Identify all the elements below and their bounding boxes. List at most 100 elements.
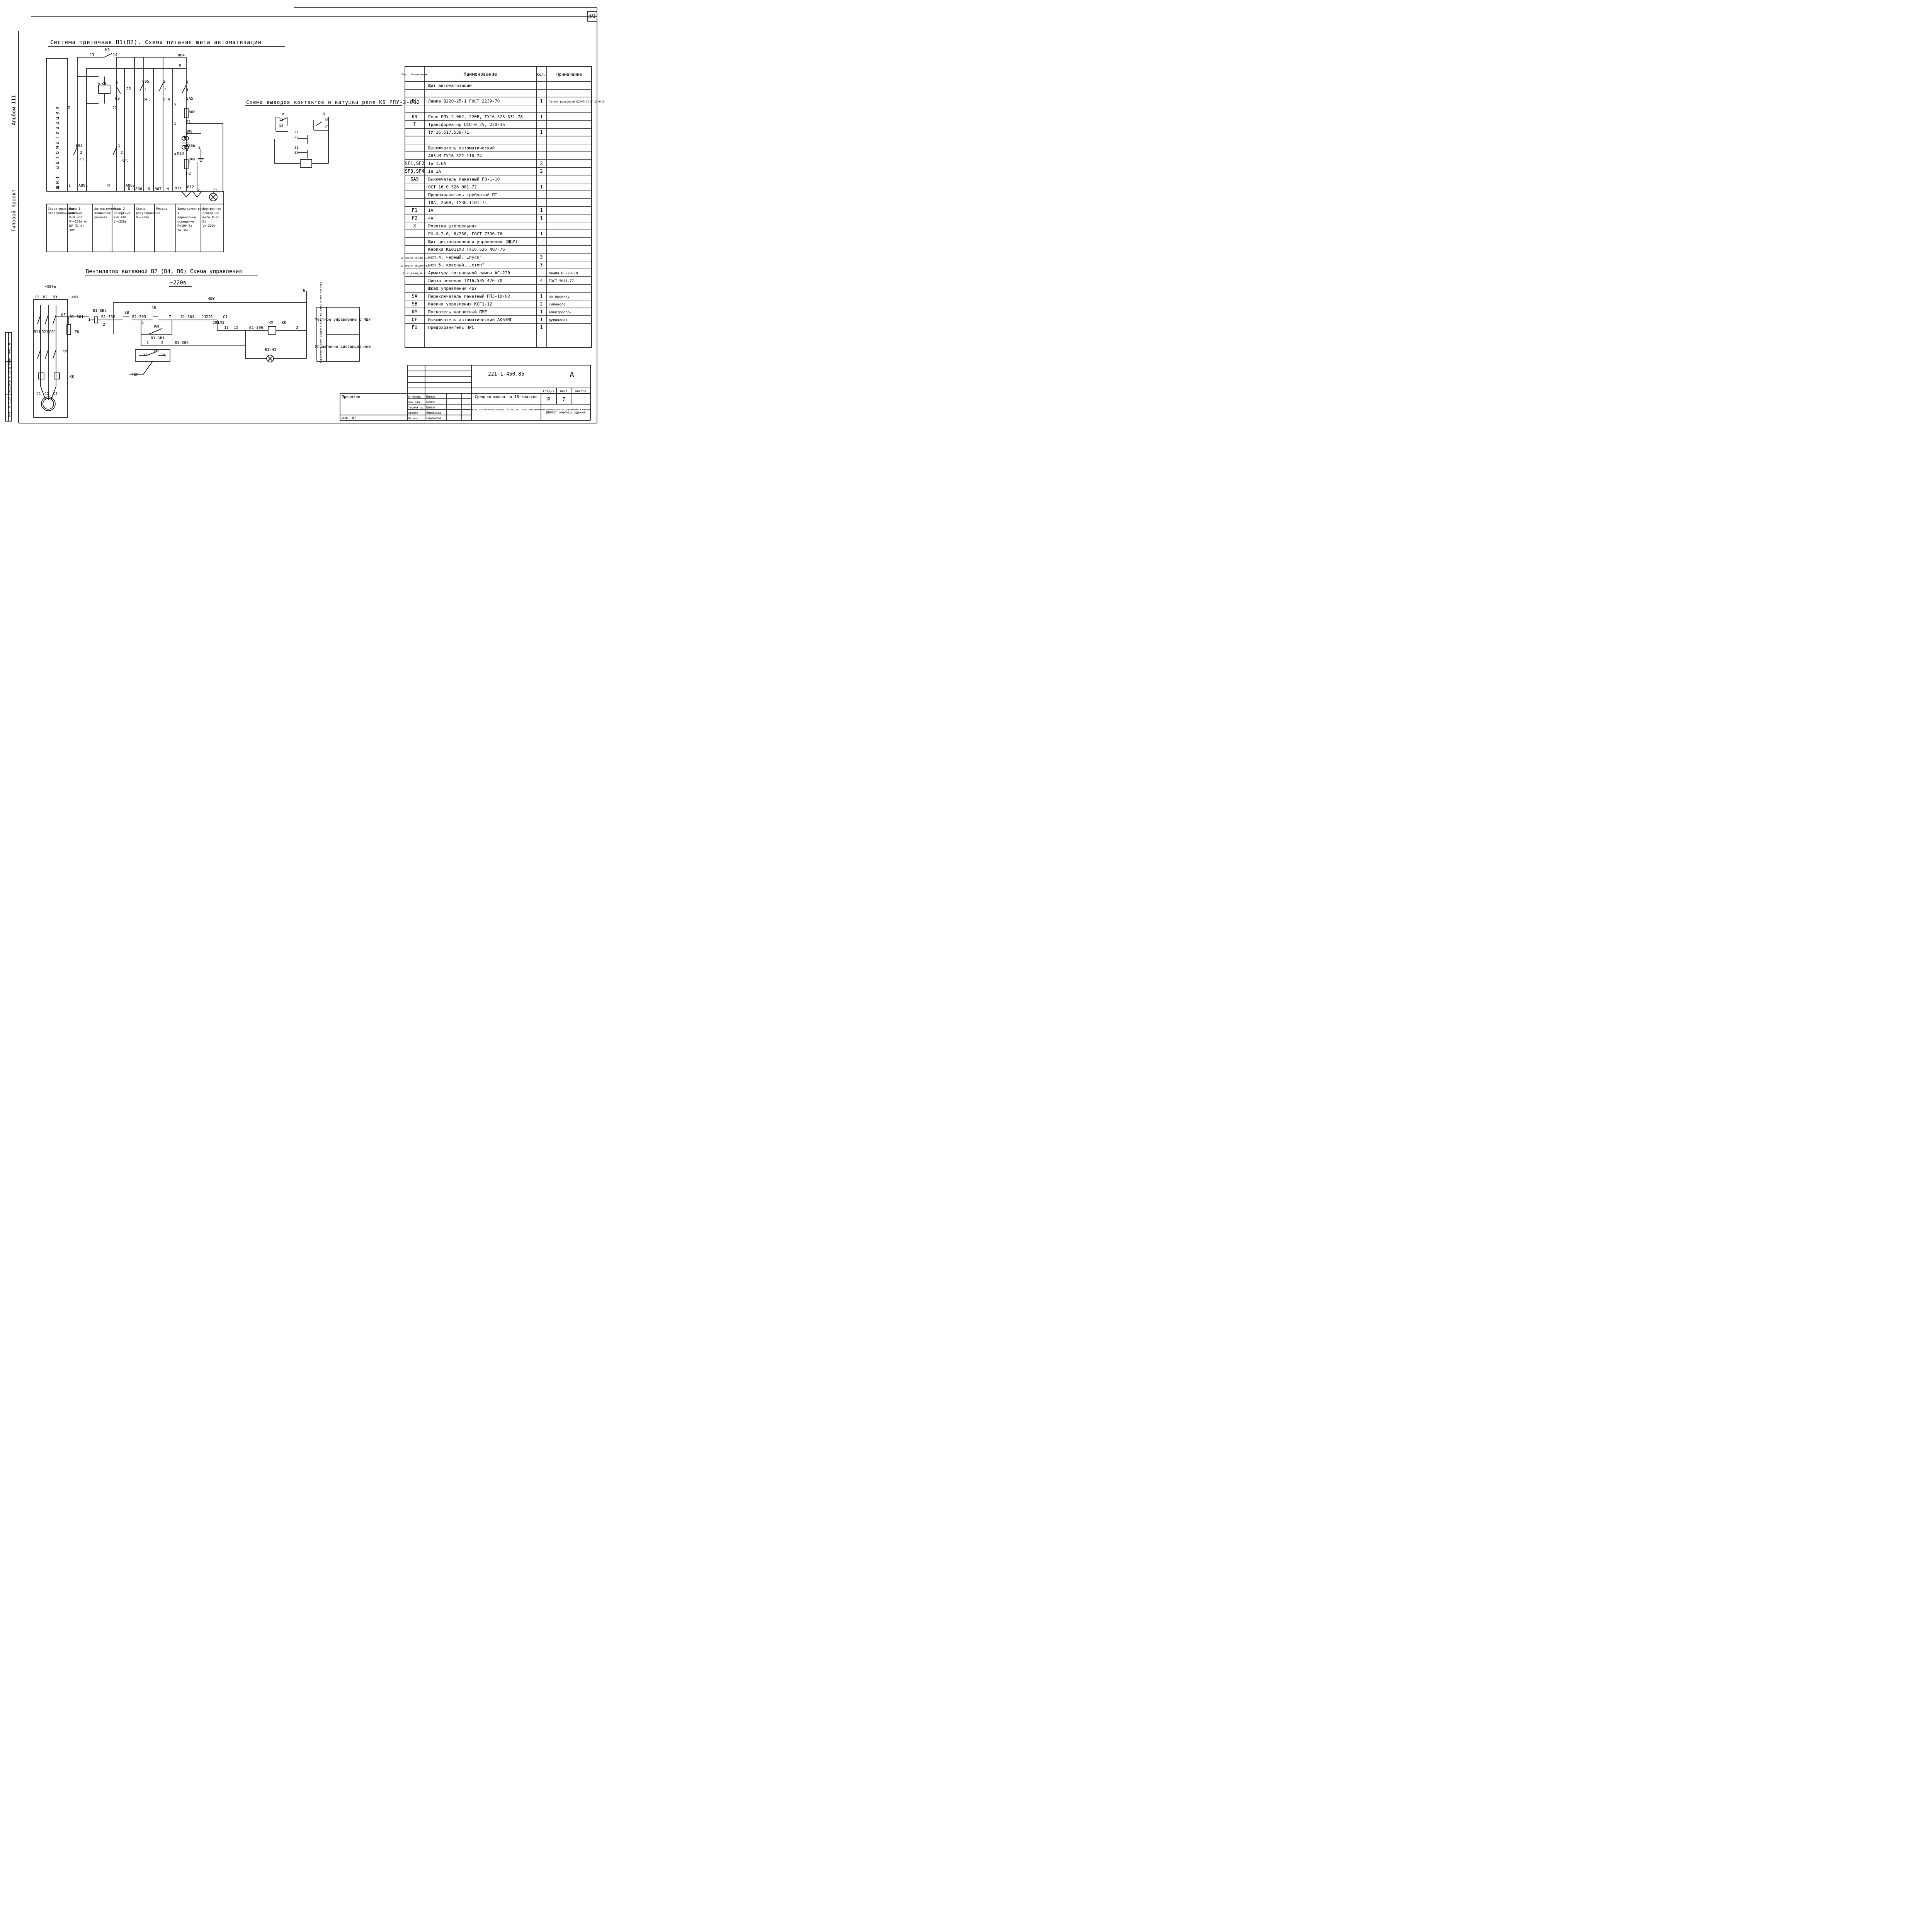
spec-name: Розетка штепсельная bbox=[428, 224, 477, 229]
relay-label: 34 bbox=[325, 125, 329, 129]
spec-pos: В2-SB1,В4-SB1,В6-SB1 bbox=[401, 257, 429, 259]
fan-schematic-label: 2 bbox=[161, 341, 163, 345]
relay-label: 21 bbox=[294, 131, 299, 134]
supply-schematic-label: K9 bbox=[102, 82, 106, 86]
spec-note: электрообо- bbox=[549, 310, 572, 315]
fan-title: Вентилятор вытяжной В2 (В4, В6) Схема уп… bbox=[86, 269, 242, 275]
spec-qty: 3 bbox=[540, 254, 543, 260]
supply-schematic-label: SF2 bbox=[122, 159, 129, 163]
supply-schematic-label: EL bbox=[213, 188, 218, 192]
supply-schematic-label: N bbox=[167, 187, 169, 191]
supply-schematic-label: ~220в bbox=[184, 144, 195, 148]
fan-schematic-label: FU bbox=[75, 330, 79, 334]
spec-pos: SB bbox=[412, 301, 417, 307]
fan-schematic-label: B1-306 bbox=[249, 326, 263, 330]
fan-schematic-label: C1 bbox=[223, 315, 228, 319]
sheet-letter: A bbox=[570, 371, 574, 379]
supply-schematic-label: 807 bbox=[155, 187, 162, 191]
supply-schematic-label: X bbox=[197, 189, 200, 193]
sheet-header: Лист bbox=[560, 389, 567, 393]
titleblock-name: Ефремова bbox=[426, 417, 441, 420]
titleblock-name: Белов bbox=[426, 400, 435, 404]
fan-schematic-label: C2 bbox=[44, 392, 49, 396]
titleblock-role: Исполн. bbox=[408, 417, 420, 420]
supply-schematic-label: SF3 bbox=[144, 97, 151, 102]
supply-schematic-label: SA5 bbox=[186, 97, 193, 101]
supply-schematic-label: 1 bbox=[118, 144, 120, 148]
fan-schematic-label: 4ШУ bbox=[131, 372, 138, 377]
spec-pos: X bbox=[413, 223, 416, 229]
spec-name: Линза зеленая ТУ16.535 426-70 bbox=[428, 278, 502, 283]
fan-schematic-label: 19 bbox=[161, 353, 165, 357]
supply-schematic-label: 811 bbox=[175, 186, 182, 190]
spec-name: Выключатель автоматический bbox=[428, 146, 495, 151]
organization: ЦНИИЭП учебных зданий bbox=[546, 410, 585, 414]
stage-header: Стадия bbox=[543, 389, 554, 393]
spec-name: 1А bbox=[428, 208, 434, 213]
titleblock-role: Нач.отд. bbox=[408, 401, 422, 404]
spec-name: Iн 1А bbox=[428, 169, 441, 174]
supply-schematic-label: 803 bbox=[76, 144, 83, 148]
sheet-number: 39 bbox=[588, 12, 595, 20]
relay-label: A bbox=[282, 112, 284, 116]
fan-schematic-label: B1-304 bbox=[180, 315, 194, 319]
spec-name: Iн 1.6А bbox=[428, 161, 446, 166]
fan-schematic-label: Л21 bbox=[41, 330, 48, 334]
supply-schematic-label: 808 bbox=[189, 110, 196, 114]
local-control-label: Местное управление с 4ШУ bbox=[315, 318, 371, 322]
fan-schematic-label: N bbox=[303, 289, 305, 293]
spec-pos: K9 bbox=[412, 114, 417, 119]
spec-qty: 4 bbox=[540, 278, 543, 283]
fan-schematic-label: B1-SB2 bbox=[93, 309, 107, 313]
supply-schematic-label: 809 bbox=[185, 129, 192, 134]
fan-schematic-label: 13 bbox=[224, 326, 229, 330]
supply-schematic-label: K9 bbox=[105, 48, 110, 52]
spec-header-note: Примечание bbox=[556, 72, 582, 77]
titleblock-name: Шилов bbox=[426, 406, 435, 409]
supply-schematic-label: 810 bbox=[177, 151, 184, 156]
spec-name: А63-М ТУ16.522.110-74 bbox=[428, 153, 482, 158]
sheets-header: Листов bbox=[575, 389, 587, 393]
fan-schematic-label: 291Л1 bbox=[213, 321, 224, 325]
fan-schematic-label: Л31 bbox=[49, 330, 56, 334]
spec-header-qty: Кол. bbox=[537, 73, 546, 77]
relay-label: 31 bbox=[294, 146, 299, 150]
supply-schematic-label: 2 bbox=[80, 151, 82, 155]
fan-schematic-label: Л11 bbox=[34, 330, 41, 334]
privyazan-label: Привязан bbox=[342, 395, 360, 399]
spec-qty: 2 bbox=[540, 161, 543, 166]
spec-name: Выключатель пакетный ПВ-1-10 bbox=[428, 177, 500, 182]
fan-schematic-label: ~380в bbox=[44, 285, 56, 289]
supply-schematic-label: 14 bbox=[113, 53, 117, 57]
fan-schematic-label: 7 bbox=[169, 315, 171, 319]
spec-note: по проекту bbox=[549, 295, 570, 299]
spec-qty: 1 bbox=[540, 231, 543, 236]
fan-schematic-label: B1-SB1 bbox=[151, 336, 165, 340]
spec-pos: F1 bbox=[412, 207, 417, 213]
fan-schematic-label: B1-303 bbox=[132, 315, 146, 319]
fan-schematic-label: QF bbox=[61, 313, 66, 317]
spec-qty: 1 bbox=[540, 215, 543, 221]
supply-schematic-label: 806 bbox=[135, 187, 142, 191]
fan-voltage: ~220в bbox=[170, 280, 186, 286]
fan-schematic-label: B1-301 bbox=[70, 315, 83, 319]
spec-name: ОСТ 16.0.526 001-72 bbox=[428, 185, 477, 190]
supply-schematic-label: 2 bbox=[68, 106, 70, 110]
spec-qty: 1 bbox=[540, 293, 543, 299]
album-label: Альбом III bbox=[11, 95, 17, 125]
supply-schematic-label: N bbox=[148, 187, 150, 191]
spec-pos: F2 bbox=[412, 215, 417, 221]
supply-table-cell: Резерв bbox=[156, 207, 167, 211]
relay-label: 32 bbox=[294, 151, 299, 155]
fan-schematic-label: KM bbox=[63, 349, 67, 354]
spec-name: Выключатель автоматический АК63МГ bbox=[428, 317, 513, 322]
fan-schematic-label: 11 bbox=[202, 315, 206, 319]
spec-qty: 1 bbox=[540, 325, 543, 330]
supply-schematic-label: 13 bbox=[90, 53, 94, 57]
spec-name: Предохранитель трубчатый ПТ bbox=[428, 192, 497, 197]
supply-schematic-label: 1 bbox=[186, 88, 189, 92]
spec-name: Кнопка управления КСГ1-12 bbox=[428, 302, 492, 307]
fan-schematic-label: 17 bbox=[143, 353, 148, 357]
relay-label: 33 bbox=[325, 118, 329, 122]
